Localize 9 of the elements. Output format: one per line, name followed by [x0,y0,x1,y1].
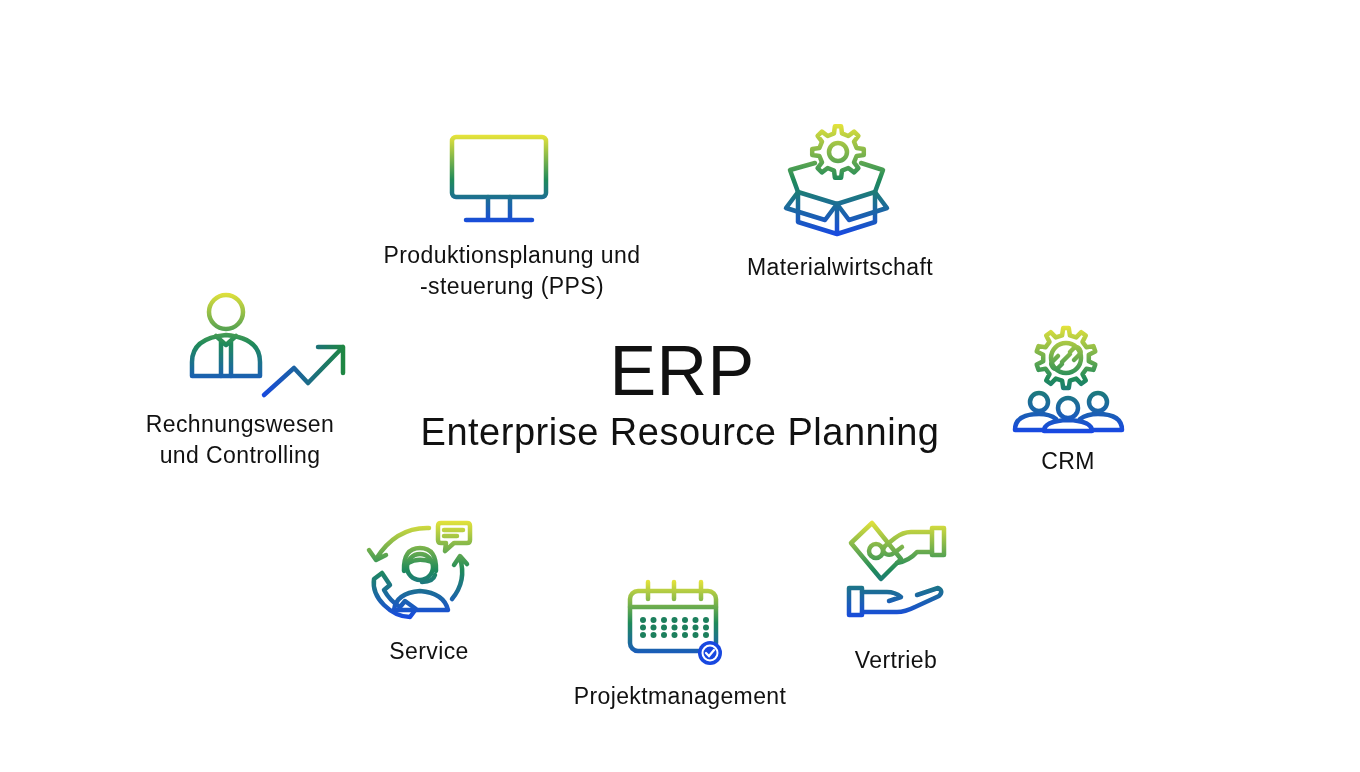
main-heading: ERP [608,336,756,406]
module-label: CRM [1040,447,1096,476]
subtitle: Enterprise Resource Planning [419,413,941,451]
module-label: Service [388,637,470,666]
module-label: Produktionsplanung und -steuerung (PPS) [382,241,642,301]
module-label: Vertrieb [853,646,939,675]
module-label: Materialwirtschaft [745,253,935,282]
module-label: Rechnungswesen und Controlling [144,410,336,470]
module-label: Projektmanagement [572,682,788,711]
